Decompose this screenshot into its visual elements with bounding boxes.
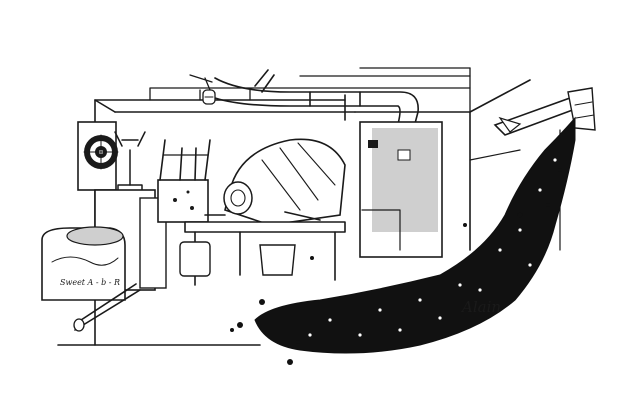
duct-pipe xyxy=(214,69,419,161)
stacked-chair xyxy=(157,139,211,223)
rolled-mattress xyxy=(223,138,346,226)
artist-signature: Alain xyxy=(460,298,501,316)
dartboard xyxy=(77,121,119,191)
tank-inscription: Sweet A - b - R xyxy=(60,278,120,287)
ceiling-light xyxy=(189,74,216,105)
buckets xyxy=(179,241,296,277)
water-tank: Sweet A - b - R xyxy=(41,226,126,301)
furnace xyxy=(359,121,443,258)
ceiling-joists xyxy=(149,67,471,113)
coal-pile xyxy=(230,116,576,365)
coat-rack xyxy=(114,131,146,193)
floor-pipe xyxy=(73,283,141,332)
